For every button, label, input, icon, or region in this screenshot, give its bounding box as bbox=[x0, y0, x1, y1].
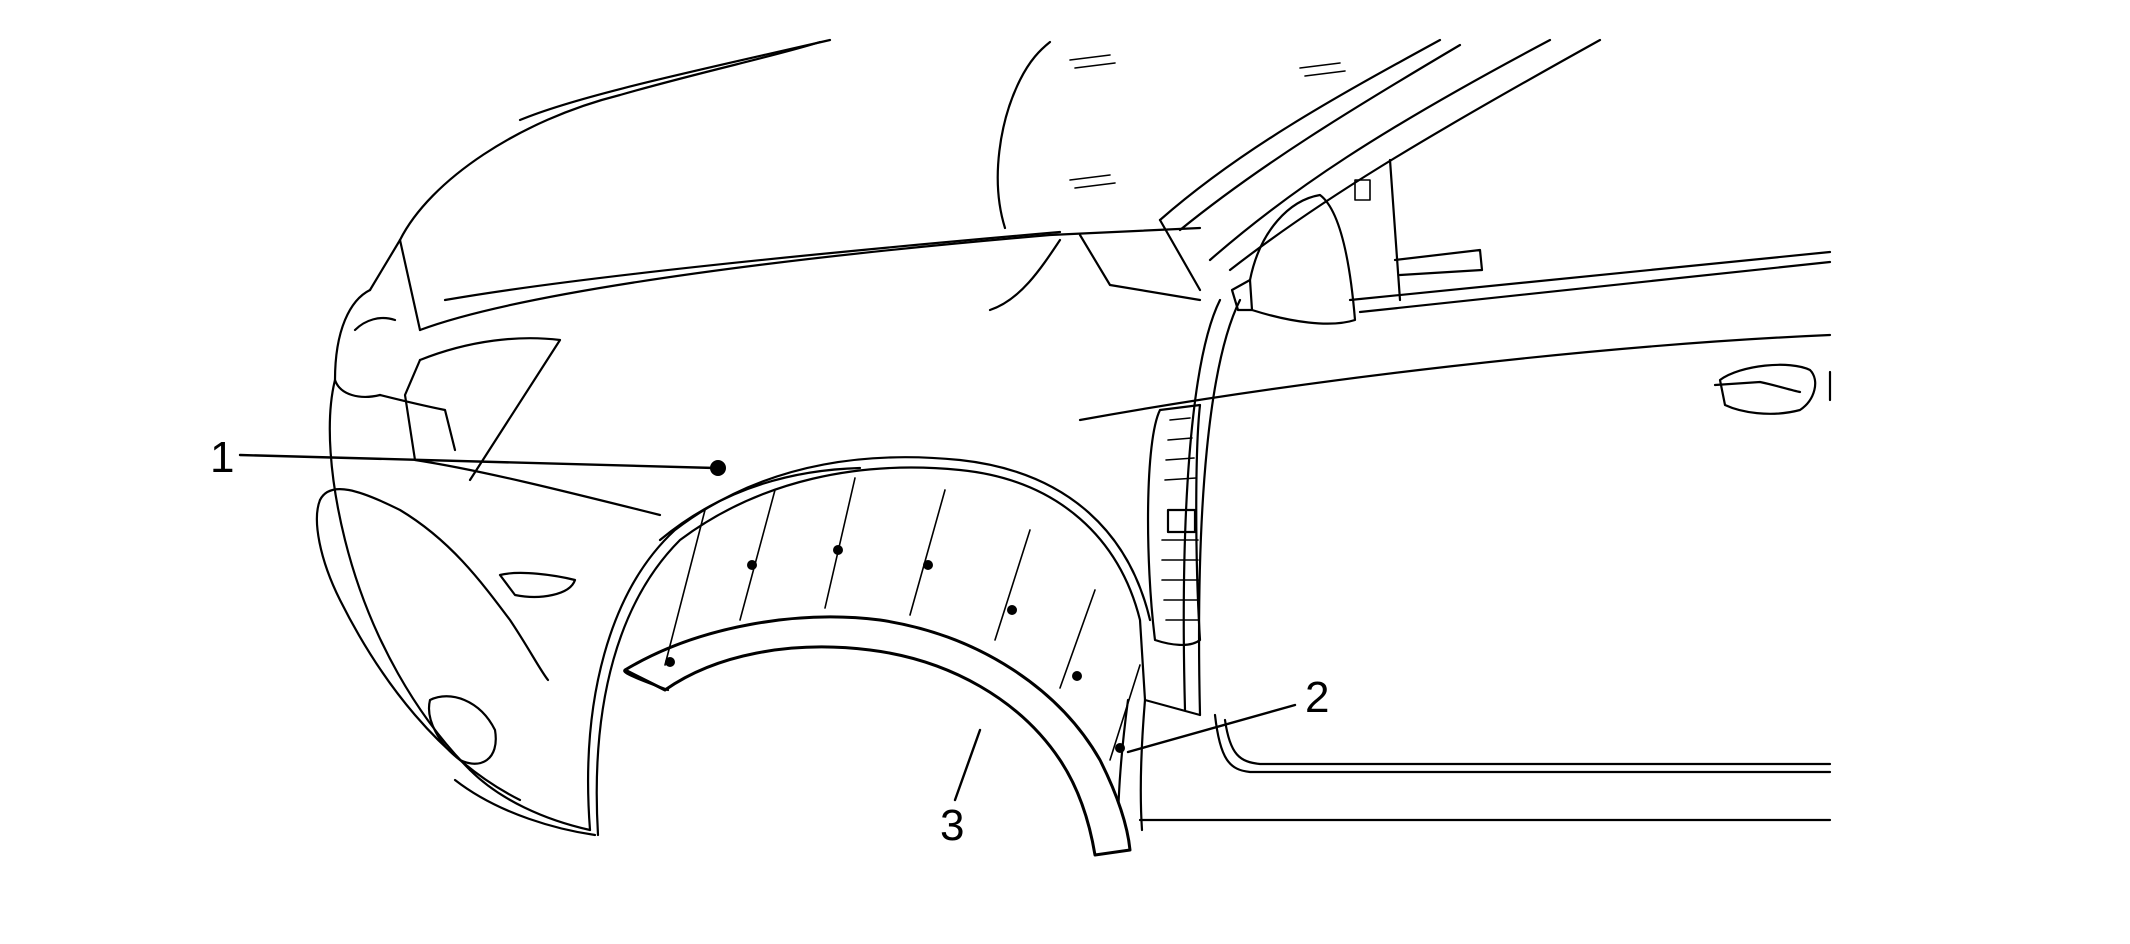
callout-1-label: 1 bbox=[210, 433, 234, 482]
fastener-dot bbox=[1115, 743, 1125, 753]
fastener-dot bbox=[833, 545, 843, 555]
callout-3: 3 bbox=[940, 728, 982, 850]
fender-flare bbox=[623, 615, 1132, 857]
fastener-lines bbox=[664, 477, 1141, 761]
callout-2-label: 2 bbox=[1305, 673, 1329, 722]
hood bbox=[398, 38, 1346, 332]
front-fascia bbox=[315, 238, 662, 837]
wheel-opening bbox=[587, 456, 1202, 837]
front-door bbox=[1078, 158, 1832, 822]
windshield-pillar bbox=[988, 38, 1602, 312]
door-handle bbox=[1713, 363, 1832, 415]
callout-1: 1 bbox=[210, 433, 726, 482]
fastener-dot bbox=[1072, 671, 1082, 681]
callout-3-label: 3 bbox=[940, 801, 964, 850]
callout-2: 2 bbox=[1126, 673, 1329, 754]
fastener-dot bbox=[747, 560, 757, 570]
fastener-dot bbox=[923, 560, 933, 570]
fender-vent bbox=[1146, 403, 1202, 646]
fastener-dot bbox=[1007, 605, 1017, 615]
fastener-dot bbox=[665, 657, 675, 667]
side-mirror bbox=[1230, 179, 1371, 325]
